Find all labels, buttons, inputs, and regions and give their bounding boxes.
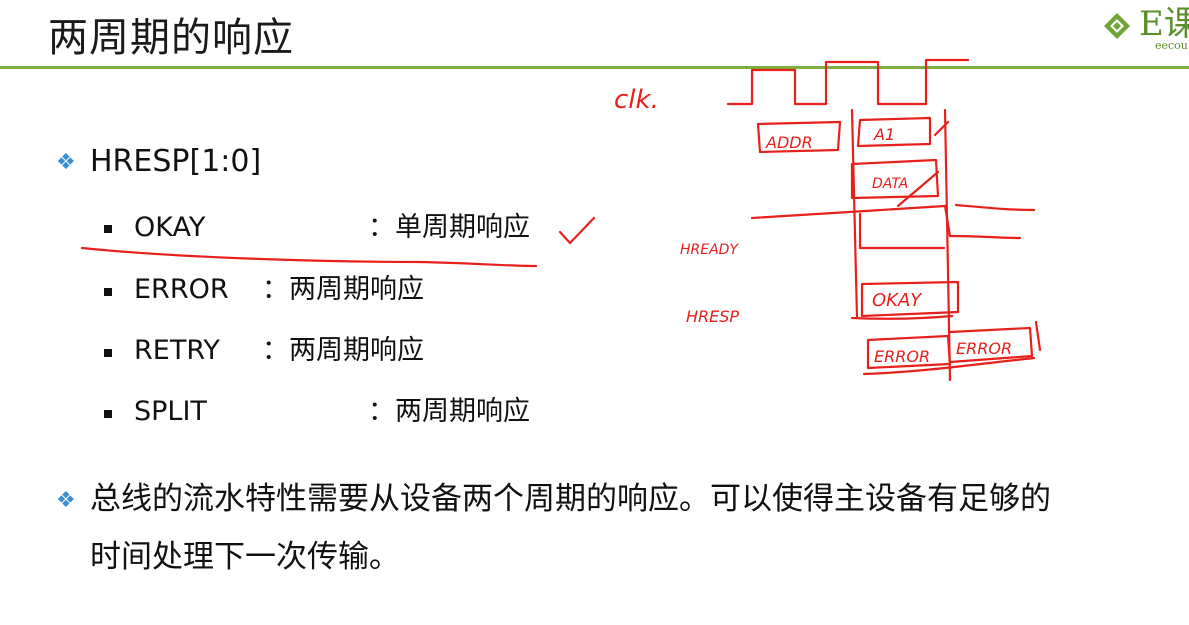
bullet-hresp-text: HRESP[1:0] <box>90 144 262 179</box>
bullet-pipeline: ❖ 总线的流水特性需要从设备两个周期的响应。可以使得主设备有足够的 <box>56 466 1176 534</box>
response-name: RETRY <box>134 335 220 366</box>
a1-box <box>856 116 932 148</box>
square-bullet-icon <box>104 410 112 418</box>
ink-clk-label: clk. <box>614 85 659 115</box>
response-desc: ：两周期响应 <box>262 274 424 305</box>
response-desc: ：两周期响应 <box>368 396 530 427</box>
square-bullet-icon <box>104 288 112 296</box>
logo-text: E课 <box>1139 4 1189 44</box>
ink-hready-label: HREADY <box>680 242 739 258</box>
addr-box <box>756 120 842 154</box>
okay-box <box>860 280 960 318</box>
ink-error-label-1: ERROR <box>874 347 930 366</box>
ink-addr-label: ADDR <box>765 133 813 152</box>
response-desc: ：单周期响应 <box>368 212 530 243</box>
error-box-1 <box>866 334 952 370</box>
brand-logo: E课 eecou <box>1095 4 1189 56</box>
bullet-hresp: ❖ HRESP[1:0] <box>56 142 261 183</box>
ink-okay-label: OKAY <box>872 290 923 311</box>
square-bullet-icon <box>104 225 112 233</box>
response-name: OKAY <box>134 212 206 243</box>
logo-subtext: eecou <box>1155 39 1188 52</box>
page-title: 两周期的响应 <box>48 15 294 61</box>
title-divider <box>0 66 1189 69</box>
okay-underline <box>80 246 538 268</box>
data-box <box>850 158 940 200</box>
square-bullet-icon <box>104 349 112 357</box>
paragraph-line-2: 时间处理下一次传输。 <box>90 539 400 575</box>
ink-a1-label: A1 <box>873 125 895 144</box>
paragraph-line-1: 总线的流水特性需要从设备两个周期的响应。可以使得主设备有足够的 <box>90 481 1051 517</box>
diamond-bullet-icon: ❖ <box>56 488 76 513</box>
guide-line-2 <box>943 108 952 382</box>
ink-data-label: DATA <box>872 176 908 192</box>
response-desc: ：两周期响应 <box>262 335 424 366</box>
hready-waveform <box>750 204 1022 240</box>
ink-hresp-label: HRESP <box>686 307 739 326</box>
response-name: SPLIT <box>134 396 207 427</box>
diamond-bullet-icon: ❖ <box>56 150 76 175</box>
e-course-logo-icon <box>1104 13 1130 39</box>
check-mark-icon <box>558 216 596 245</box>
guide-line-1 <box>850 108 859 320</box>
response-name: ERROR <box>134 274 229 305</box>
error-box-2 <box>948 326 1034 364</box>
ink-error-label-2: ERROR <box>956 339 1012 358</box>
